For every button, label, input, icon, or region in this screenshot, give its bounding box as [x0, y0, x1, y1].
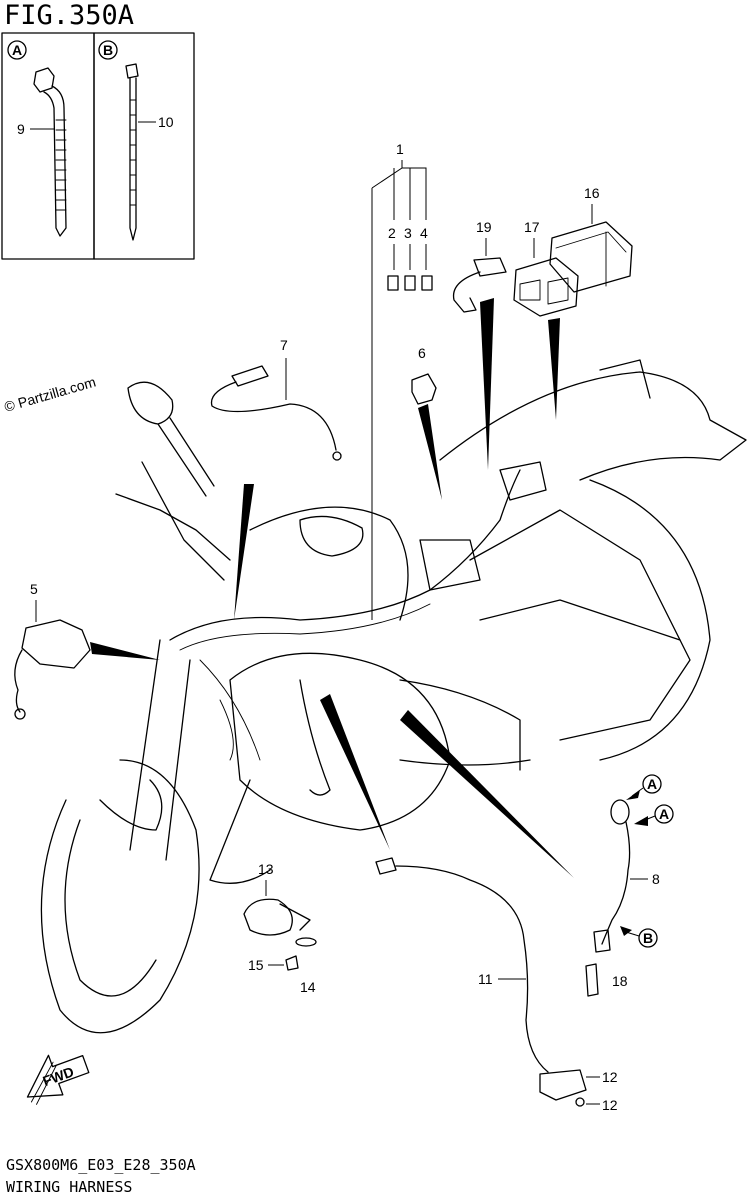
callout-16: 16	[584, 185, 600, 201]
part-9-clamp: 9	[17, 67, 67, 237]
callout-5: 5	[30, 581, 38, 597]
inset-frames	[1, 32, 195, 260]
inset-b-badge: B	[98, 40, 118, 60]
part-17-box: 17	[513, 219, 579, 420]
figure-title: FIG.350A	[4, 0, 135, 31]
callout-19: 19	[476, 219, 492, 235]
inset-b-label: B	[103, 42, 113, 58]
part-19-connector: 19	[452, 219, 507, 470]
figure-code: GSX800M6_E03_E28_350A	[6, 1156, 196, 1174]
part-16-ecu: 16	[549, 185, 633, 293]
ref-b-1: B	[643, 930, 653, 946]
callout-15: 15	[248, 957, 264, 973]
pointer-rear-harness	[400, 710, 574, 878]
callout-13: 13	[258, 861, 274, 877]
callout-3: 3	[404, 225, 412, 241]
ref-a-2: A	[659, 806, 669, 822]
figure-name: WIRING HARNESS	[6, 1178, 133, 1196]
callout-14: 14	[300, 979, 316, 995]
watermark: © Partzilla.com	[2, 373, 97, 414]
part-8-lead: 8 18 A A B	[585, 774, 674, 997]
callout-17: 17	[524, 219, 540, 235]
motorcycle-illustration	[40, 359, 747, 1034]
callout-8: 8	[652, 871, 660, 887]
callout-11: 11	[478, 971, 493, 987]
callout-10: 10	[158, 114, 174, 130]
part-10-tie: 10	[125, 63, 174, 241]
callout-9: 9	[17, 121, 25, 137]
part-13-horn: 13 15 14	[243, 861, 317, 995]
part-6-relay: 6	[411, 345, 442, 500]
part-11-sensor: 11 12 12	[320, 694, 618, 1113]
inset-a-label: A	[12, 42, 22, 58]
callout-18: 18	[612, 973, 628, 989]
callout-6: 6	[418, 345, 426, 361]
ref-a-1: A	[647, 776, 657, 792]
inset-a-frame	[1, 32, 95, 260]
inset-b-frame	[93, 32, 195, 260]
part-7-lead: 7	[210, 337, 342, 461]
fwd-arrow: FWD	[26, 1054, 90, 1105]
callout-7: 7	[280, 337, 288, 353]
callout-12-bottom: 12	[602, 1097, 618, 1113]
part-5-subharness: 5	[14, 581, 160, 720]
callout-2: 2	[388, 225, 396, 241]
callout-4: 4	[420, 225, 428, 241]
inset-a-badge: A	[7, 40, 27, 60]
callout-12-top: 12	[602, 1069, 618, 1085]
fwd-label: FWD	[41, 1063, 76, 1089]
callout-group-1: 1 2 3 4	[371, 141, 433, 620]
callout-1: 1	[396, 141, 404, 157]
